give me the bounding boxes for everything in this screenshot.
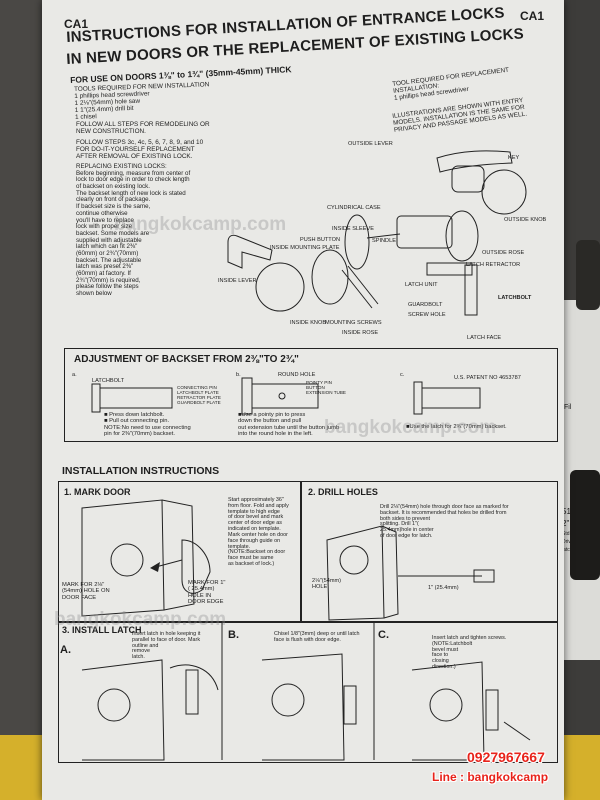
backset-round-hole: ROUND HOLE <box>278 372 316 378</box>
inside-knob-shape <box>255 262 305 312</box>
step1-text: Start approximately 36" from floor. Fold… <box>228 497 289 568</box>
contact-line-id: Line : bangkokcamp <box>432 770 549 784</box>
installation-header: INSTALLATION INSTRUCTIONS <box>62 465 220 477</box>
backset-connecting-pin: CONNECTING PIN LATCHBOLT PLATE RETRACTOR… <box>177 385 221 405</box>
label-latchbolt: LATCHBOLT <box>498 295 532 301</box>
side-sheet-text: Fil <box>564 404 572 411</box>
contact-phone: 0927967667 <box>467 749 545 765</box>
backset-latchbolt: LATCHBOLT <box>92 378 125 384</box>
step1-title: 1. MARK DOOR <box>64 487 131 497</box>
label-key: KEY <box>508 155 520 161</box>
cylindrical-case-shape <box>396 215 453 249</box>
backset-diagrams <box>91 377 481 415</box>
exploded-lock-diagram <box>227 150 527 316</box>
inside-lever-shape <box>227 234 273 269</box>
outside-lever-shape <box>436 150 513 173</box>
lock-parts-pile <box>570 470 600 580</box>
instruction-sheet: CA1 CA1 INSTRUCTIONS FOR INSTALLATION OF… <box>42 0 564 800</box>
label-inside-lever: INSIDE LEVER <box>218 278 257 284</box>
install-latch-illustration <box>81 622 531 761</box>
step3-c: C. <box>378 629 389 641</box>
backset-adjustment-box <box>64 348 558 442</box>
watermark: bangkokcamp.com <box>54 609 227 630</box>
label-push-button: PUSH BUTTON <box>300 237 340 243</box>
side-sheet-text: 51 <box>562 507 571 516</box>
model-code-left: CA1 <box>64 17 89 31</box>
step2-title: 2. DRILL HOLES <box>308 487 378 497</box>
hole-54-label: 2⅛"(54mm) HOLE <box>312 578 342 591</box>
drill-holes-illustration <box>326 525 495 621</box>
backset-c-text: ■Use the latch for 2¾"(70mm) backset. <box>406 424 507 430</box>
label-screw-hole: SCREW HOLE <box>408 312 446 318</box>
label-inside-mounting-plate: INSIDE MOUNTING PLATE <box>270 245 340 251</box>
mark-door-illustration <box>81 499 211 617</box>
backset-b-text: ■Use a pointy pin to press down the butt… <box>238 412 340 437</box>
step3-b: B. <box>228 629 239 641</box>
label-cylindrical-case: CYLINDRICAL CASE <box>327 205 381 211</box>
backset-pointy-pin: POINTY PIN BUTTON EXTENSION TUBE <box>306 380 346 395</box>
label-latch-face: LATCH FACE <box>467 335 502 341</box>
label-inside-rose: INSIDE ROSE <box>342 330 379 336</box>
cylinder-shape <box>451 165 485 193</box>
model-code-right: CA1 <box>520 9 545 23</box>
step3-title: 3. INSTALL LATCH <box>62 625 142 635</box>
mark-door-box <box>58 481 302 623</box>
label-outside-lever: OUTSIDE LEVER <box>348 141 393 147</box>
backset-step-a: a. <box>72 372 77 378</box>
label-mounting-screws: MOUNTING SCREWS <box>325 320 382 326</box>
install-latch-box <box>58 621 558 763</box>
latch-unit-shape <box>426 262 473 276</box>
table-surface <box>0 0 42 800</box>
label-outside-rose: OUTSIDE ROSE <box>482 250 525 256</box>
label-outside-knob: OUTSIDE KNOB <box>504 217 547 223</box>
step3-a: A. <box>60 644 71 656</box>
step3-b-text: Chisel 1/8"(3mm) deep or until latch fac… <box>274 631 360 643</box>
backset-step-b: b. <box>236 372 241 378</box>
replacing-locks-text: REPLACING EXISTING LOCKS: Before beginni… <box>76 163 191 298</box>
label-spindle: SPINDLE <box>372 238 396 244</box>
backset-a-text: ■ Press down latchbolt. ■ Pull out conne… <box>104 412 191 437</box>
diy-steps: FOLLOW STEPS 3c, 4c, 5, 6, 7, 8, 9, and … <box>76 139 204 160</box>
remodel-steps: FOLLOW ALL STEPS FOR REMODELING OR NEW C… <box>76 121 210 135</box>
mark-face-label: MARK FOR 2⅛" (54mm) HOLE ON DOOR FACE <box>62 582 110 601</box>
label-latch-unit: LATCH UNIT <box>405 282 438 288</box>
backset-patent: U.S. PATENT NO 4653787 <box>454 375 521 381</box>
inside-mounting-plate-shape <box>344 214 370 270</box>
label-latch-retractor: LATCH RETRACTOR <box>466 262 521 268</box>
backset-step-c: c. <box>400 372 405 378</box>
step2-text: Drill 2⅛"(54mm) hole through door face a… <box>380 504 509 540</box>
outside-rose-shape <box>445 210 479 262</box>
step3-c-text: Insert latch and tighten screws. (NOTE:L… <box>432 635 507 671</box>
step3-a-text: Insert latch in hole keeping it parallel… <box>132 631 201 661</box>
hole-25-label: 1" (25.4mm) <box>428 585 459 591</box>
watermark: bangkokcamp.com <box>324 417 497 438</box>
mark-edge-label: MARK FOR 1" ( 25.4mm) HOLE IN DOOR EDGE <box>188 580 226 605</box>
spindle-shape <box>366 233 401 239</box>
label-inside-sleeve: INSIDE SLEEVE <box>332 226 374 232</box>
latch-face-shape <box>464 264 478 316</box>
outside-knob-shape <box>481 169 527 215</box>
watermark: bangkokcamp.com <box>114 214 287 235</box>
label-inside-knob: INSIDE KNOB <box>290 320 327 326</box>
side-sheet-text: 2" 1 <box>562 519 576 528</box>
label-guardbolt: GUARDBOLT <box>408 302 443 308</box>
lock-parts-pile <box>576 240 600 310</box>
drill-holes-box <box>300 481 558 623</box>
backset-header: ADJUSTMENT OF BACKSET FROM 2⅜"TO 2¾" <box>74 354 299 365</box>
